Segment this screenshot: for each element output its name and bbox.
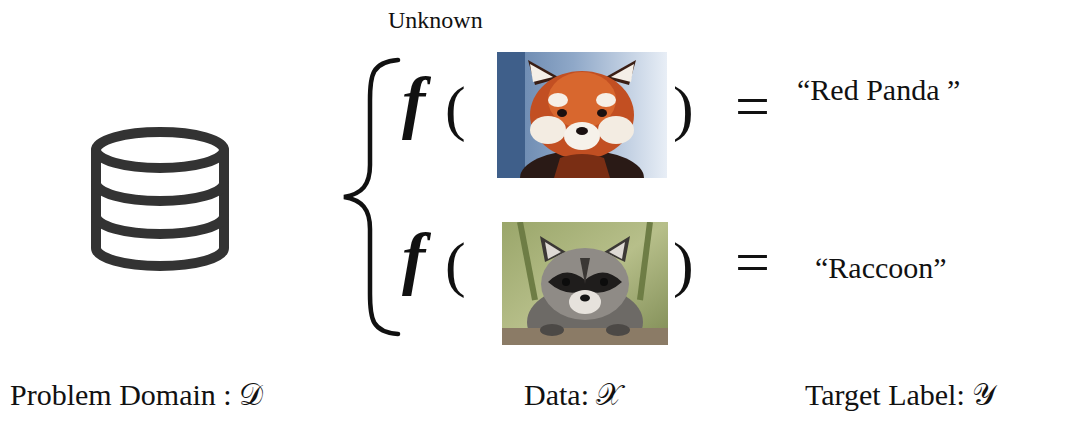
red-panda-image-part <box>530 64 553 82</box>
red-panda-image-part <box>520 150 644 178</box>
raccoon-image-part <box>520 222 535 300</box>
raccoon-image-part <box>580 258 590 284</box>
red-panda-image-part <box>497 52 667 178</box>
red-panda-image <box>497 52 667 178</box>
target-label: “Raccoon” <box>815 253 947 283</box>
red-panda-image-part <box>554 154 610 178</box>
database-icon <box>96 132 224 266</box>
raccoon-image-part <box>540 324 564 336</box>
equals-sign: = <box>735 231 770 293</box>
unknown-note: Unknown <box>388 8 483 32</box>
axis-caption: Target Label: 𝒴 <box>805 380 996 410</box>
open-paren: ( <box>445 77 466 139</box>
red-panda-image-part <box>597 109 607 117</box>
red-panda-image-part <box>596 93 616 107</box>
database-icon-part <box>96 216 224 234</box>
database-icon-part <box>96 150 224 266</box>
close-paren: ) <box>673 77 694 139</box>
raccoon-image-part <box>562 278 570 286</box>
red-panda-image-part <box>611 64 634 82</box>
raccoon-image-part <box>606 324 630 336</box>
red-panda-image-part <box>576 127 588 135</box>
function-symbol: f <box>402 223 425 293</box>
axis-caption: Data: 𝒳 <box>524 380 622 410</box>
red-panda-image-part <box>598 116 634 144</box>
red-panda-image-part <box>564 122 600 150</box>
axis-caption: Problem Domain : 𝒟 <box>10 380 263 410</box>
raccoon-image-part <box>569 290 601 314</box>
red-panda-image-part <box>497 52 525 178</box>
red-panda-image-part <box>548 93 568 107</box>
raccoon-image-part <box>541 248 629 320</box>
equals-sign: = <box>735 75 770 137</box>
red-panda-image-part <box>557 109 567 117</box>
raccoon-image-part <box>580 295 590 302</box>
raccoon-image-part <box>600 278 608 286</box>
curly-brace <box>344 60 398 334</box>
raccoon-image-part <box>640 222 650 300</box>
red-panda-image-part <box>530 116 566 144</box>
raccoon-image <box>502 222 668 345</box>
raccoon-image-part <box>502 328 668 345</box>
close-paren: ) <box>673 233 694 295</box>
open-paren: ( <box>445 233 466 295</box>
target-label: “Red Panda ” <box>797 75 960 105</box>
database-icon-part <box>96 132 224 168</box>
database-icon-part <box>96 183 224 201</box>
function-symbol: f <box>402 67 425 137</box>
red-panda-image-part <box>530 71 634 159</box>
